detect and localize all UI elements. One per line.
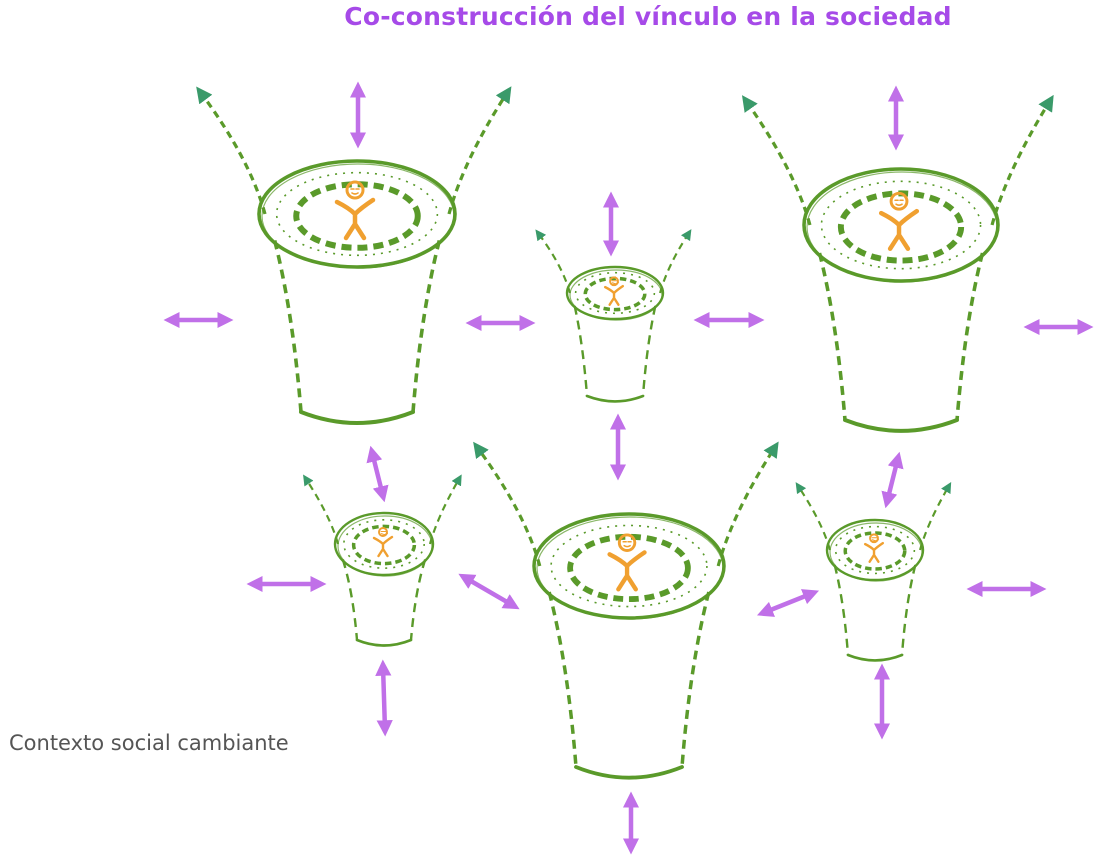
- vessel-rim-dashed: [567, 533, 691, 603]
- diagram-title: Co-construcción del vínculo en la socied…: [344, 2, 952, 31]
- growth-arrow-right: [428, 474, 462, 545]
- vessel-side-right: [900, 564, 917, 656]
- growth-arrow-left: [535, 229, 571, 294]
- vessel-rim-sketch: [337, 515, 433, 577]
- vessel-side-left: [833, 564, 850, 656]
- double-arrow-icon: [881, 451, 904, 509]
- growth-arrow-left: [196, 86, 267, 215]
- vessel-icon: [741, 94, 1054, 433]
- growth-arrow-left: [795, 482, 831, 551]
- vessel-side-right: [641, 305, 657, 397]
- vessel-side-right: [411, 240, 442, 413]
- growth-arrow-right: [659, 229, 692, 294]
- growth-arrow-right: [716, 441, 779, 567]
- person-icon: [878, 191, 920, 251]
- vessel-side-left: [341, 559, 359, 641]
- growth-arrow-right: [447, 86, 512, 215]
- vessel-bottom: [355, 638, 413, 647]
- vessel-rim-outer: [802, 167, 1000, 283]
- vessel-rim-outer: [257, 159, 457, 269]
- vessel-rim-outer: [565, 265, 665, 321]
- vessel-rim-sketch: [806, 171, 998, 283]
- double-arrow-icon: [366, 445, 389, 503]
- vessel-icon: [795, 482, 952, 662]
- vessel-rim-dashed: [351, 524, 417, 566]
- double-arrow-icon: [375, 659, 393, 737]
- person-icon: [607, 533, 647, 592]
- double-arrow-icon: [458, 573, 520, 610]
- vessel-side-left: [817, 252, 847, 421]
- vessel-rim-outer: [532, 512, 726, 620]
- growth-arrow-left: [741, 95, 812, 226]
- vessel-rim-sketch: [261, 163, 455, 269]
- vessel-rim-outer: [825, 518, 925, 582]
- vessel-icon: [473, 441, 779, 780]
- person-icon: [864, 533, 885, 563]
- vessel-side-right: [955, 252, 985, 421]
- vessel-rim-dashed: [293, 181, 421, 251]
- growth-arrow-left: [473, 441, 542, 567]
- exchange-arrow-group: [163, 81, 1094, 855]
- person-icon: [372, 527, 394, 558]
- vessel-rim-dotted: [343, 519, 425, 569]
- vessel-rim-dotted: [574, 271, 656, 315]
- vessel-bottom: [843, 418, 959, 433]
- vessel-rim-dotted: [834, 525, 916, 575]
- growth-arrow-left: [303, 474, 340, 545]
- vessel-bottom: [585, 394, 645, 403]
- vessel-side-right: [409, 559, 427, 641]
- vessel-rim-dotted: [550, 524, 708, 608]
- vessel-icon: [196, 86, 512, 425]
- vessel-bottom: [846, 653, 904, 662]
- context-label: Contexto social cambiante: [9, 731, 289, 755]
- vessel-group: [196, 86, 1054, 780]
- vessel-side-left: [547, 591, 578, 768]
- vessel-side-left: [573, 305, 589, 397]
- vessel-side-left: [272, 240, 303, 413]
- vessel-rim-sketch: [569, 269, 663, 321]
- vessel-rim-dotted: [820, 180, 982, 270]
- vessel-rim-dashed: [843, 531, 907, 571]
- vessel-icon: [303, 474, 462, 647]
- vessel-bottom: [574, 765, 684, 780]
- vessel-side-right: [680, 591, 711, 768]
- growth-arrow-right: [919, 482, 952, 551]
- vessel-rim-sketch: [536, 516, 724, 620]
- vessel-rim-sketch: [829, 522, 923, 582]
- person-icon: [604, 276, 625, 306]
- vessel-rim-outer: [333, 511, 435, 577]
- person-icon: [334, 180, 376, 241]
- vessel-rim-dotted: [275, 171, 439, 257]
- growth-arrow-right: [990, 94, 1054, 226]
- vessel-icon: [535, 229, 692, 403]
- vessel-bottom: [299, 410, 415, 425]
- double-arrow-icon: [756, 589, 820, 617]
